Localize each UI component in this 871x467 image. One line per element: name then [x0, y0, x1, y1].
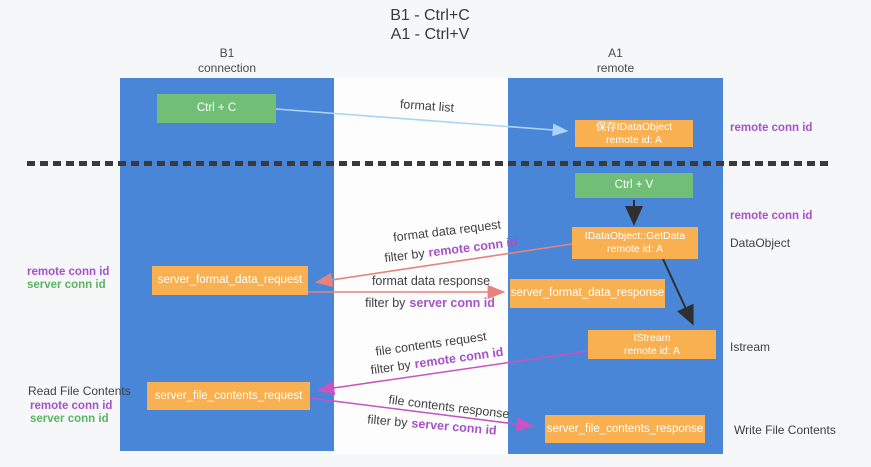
store-idataobject-line2: remote id: A: [605, 133, 663, 146]
ctrl-c-box: Ctrl + C: [157, 94, 276, 123]
session-separator-dashed-line: [27, 161, 830, 166]
title-line-1: B1 - Ctrl+C: [390, 7, 470, 24]
left-bottom-remote-conn-id-label: remote conn id: [30, 400, 113, 412]
left-bottom-server-conn-id-label: server conn id: [30, 413, 109, 425]
server-format-data-response-box: server_format_data_response: [510, 279, 665, 308]
istream-side-label: Istream: [730, 340, 771, 354]
lane-b1-role: connection: [197, 61, 257, 75]
dataobject-label: DataObject: [730, 236, 791, 250]
write-file-contents-label: Write File Contents: [734, 423, 836, 437]
istream-line1: IStream: [633, 331, 671, 344]
server-format-data-request-label: server_format_data_request: [157, 274, 303, 286]
ctrl-c-label: Ctrl + C: [196, 102, 237, 114]
server-format-data-response-label: server_format_data_response: [510, 287, 665, 299]
server-conn-id-text: server conn id: [409, 296, 495, 310]
lane-header-b1: B1 connection: [120, 46, 334, 76]
diagram-title: B1 - Ctrl+C A1 - Ctrl+V: [0, 6, 860, 44]
left-server-conn-id-label: server conn id: [27, 279, 106, 291]
format-data-response-label: format data response: [371, 274, 491, 288]
store-idataobject-box: 保存IDataObject remote id: A: [575, 120, 693, 147]
read-file-contents-label: Read File Contents: [28, 384, 131, 398]
lane-a1-name: A1: [608, 46, 623, 60]
left-remote-conn-id-label: remote conn id: [27, 266, 110, 278]
store-idataobject-line1: 保存IDataObject: [595, 120, 673, 133]
server-file-contents-request-box: server_file_contents_request: [147, 382, 310, 410]
ctrl-v-label: Ctrl + V: [614, 179, 654, 191]
ctrl-v-box: Ctrl + V: [575, 173, 693, 198]
server-file-contents-response-box: server_file_contents_response: [545, 415, 705, 443]
istream-line2: remote id: A: [623, 344, 681, 357]
lane-a1-role: remote: [596, 61, 635, 75]
istream-box: IStream remote id: A: [588, 330, 716, 359]
lane-b1-name: B1: [219, 46, 235, 60]
server-file-contents-request-label: server_file_contents_request: [154, 389, 303, 402]
server-format-data-request-box: server_format_data_request: [152, 266, 308, 295]
title-line-2: A1 - Ctrl+V: [390, 26, 470, 43]
idataobject-getdata-line2: remote id: A: [606, 243, 664, 255]
remote-conn-id-label-top: remote conn id: [730, 122, 813, 134]
lane-header-a1: A1 remote: [508, 46, 723, 76]
filter-by-text: filter by: [365, 296, 406, 310]
idataobject-getdata-line1: IDataObject::GetData: [584, 230, 686, 242]
idataobject-getdata-box: IDataObject::GetData remote id: A: [572, 227, 698, 259]
server-file-contents-response-label: server_file_contents_response: [546, 422, 704, 435]
remote-conn-id-label-mid: remote conn id: [730, 210, 813, 222]
